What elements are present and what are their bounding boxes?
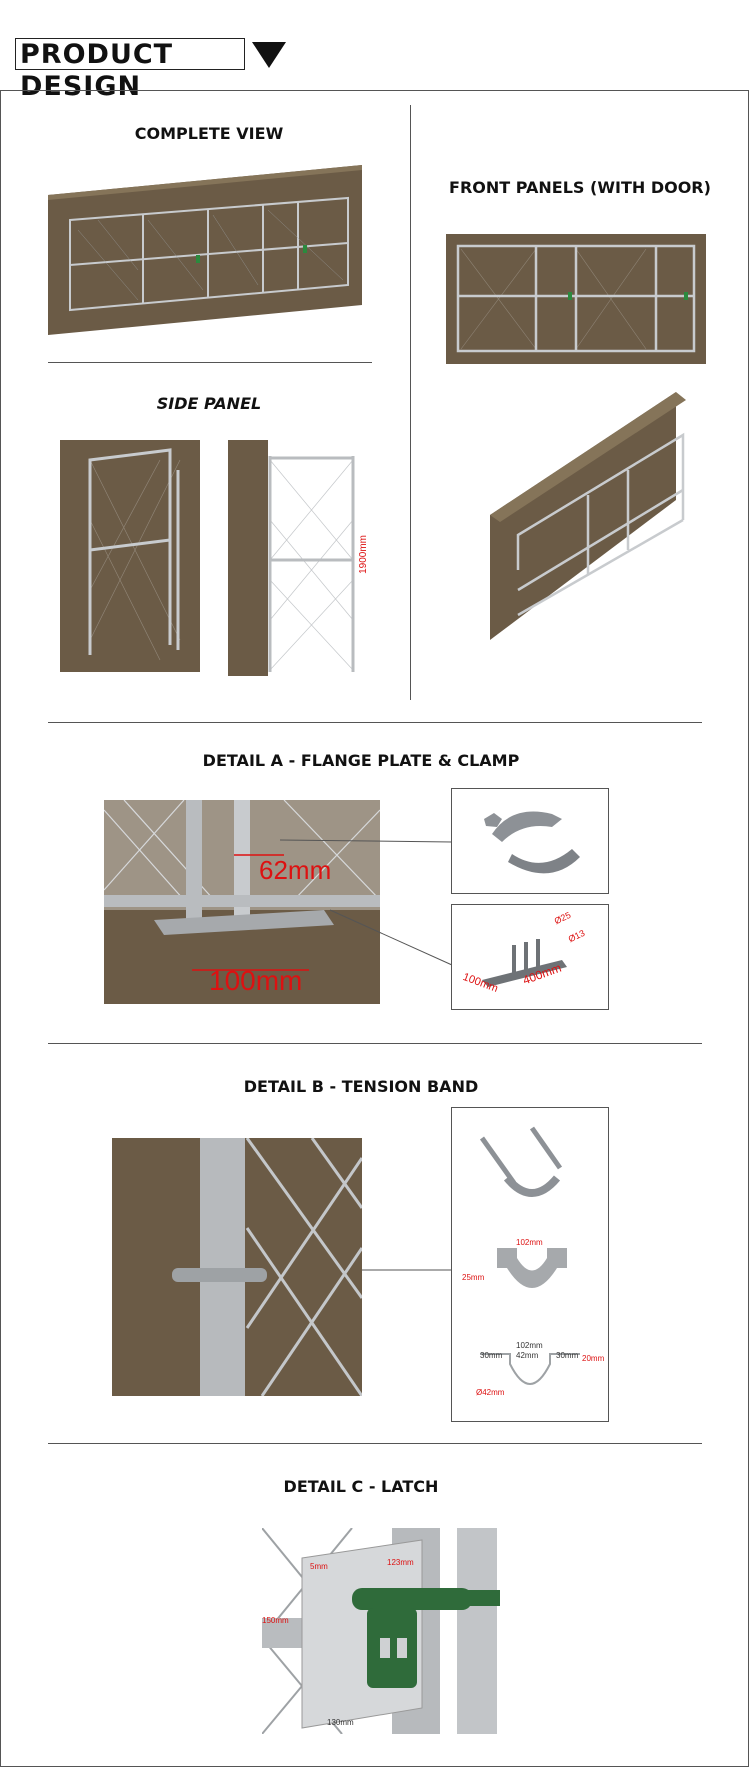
detail-c-title: DETAIL C - LATCH	[283, 1477, 439, 1496]
divider-detail-a	[48, 722, 702, 723]
band-right-dimension: 30mm	[556, 1351, 579, 1360]
divider-detail-b	[48, 1043, 702, 1044]
plate-dimension-label: 100mm	[209, 965, 303, 996]
detail-c-photo: 123mm 5mm 150mm 130mm	[262, 1528, 502, 1734]
front-panels-image	[446, 234, 706, 364]
detail-a-leader-lines	[280, 839, 453, 966]
content-frame	[0, 90, 749, 1767]
band-width-label: 102mm	[516, 1238, 543, 1247]
side-panel-right-image: 1900mm	[228, 440, 378, 676]
band-height-label-1: 25mm	[462, 1273, 485, 1282]
band-diameter-label: Ø42mm	[476, 1388, 505, 1397]
side-panel-height-label: 1900mm	[358, 535, 369, 574]
tension-band-detail-box: 102mm 25mm 20mm 102mm 30mm 42mm 30mm Ø42…	[451, 1107, 609, 1422]
divider-complete-view	[48, 362, 372, 363]
band-mid-dimension: 42mm	[516, 1351, 539, 1360]
band-top-dimension: 102mm	[516, 1341, 543, 1350]
detail-b-leader-line	[362, 1269, 452, 1271]
complete-view-image	[48, 160, 362, 340]
side-panel-title: SIDE PANEL	[156, 394, 262, 413]
page-title: PRODUCT DESIGN	[15, 38, 245, 102]
vertical-divider	[410, 105, 411, 700]
front-panels-angle-image	[488, 390, 698, 640]
side-panel-left-image	[60, 440, 200, 672]
latch-bottom-dimension: 130mm	[327, 1718, 354, 1727]
clamp-detail-box	[451, 788, 609, 894]
latch-left-dimension: 5mm	[310, 1562, 328, 1571]
front-panels-title: FRONT PANELS (WITH DOOR)	[449, 178, 711, 197]
triangle-down-icon	[252, 42, 286, 68]
latch-side-dimension: 150mm	[262, 1616, 289, 1625]
detail-a-title: DETAIL A - FLANGE PLATE & CLAMP	[202, 751, 520, 770]
band-height-label-2: 20mm	[582, 1354, 605, 1363]
detail-b-title: DETAIL B - TENSION BAND	[243, 1077, 479, 1096]
divider-detail-c	[48, 1443, 702, 1444]
pipe-dimension-label: 62mm	[259, 855, 332, 885]
flange-plate-detail-box: 400mm 100mm Ø25 Ø13	[451, 904, 609, 1010]
detail-a-photo: 62mm 100mm	[104, 800, 380, 1004]
complete-view-title: COMPLETE VIEW	[134, 124, 284, 143]
latch-top-dimension: 123mm	[387, 1558, 414, 1567]
band-left-dimension: 30mm	[480, 1351, 503, 1360]
detail-b-photo	[112, 1138, 362, 1396]
